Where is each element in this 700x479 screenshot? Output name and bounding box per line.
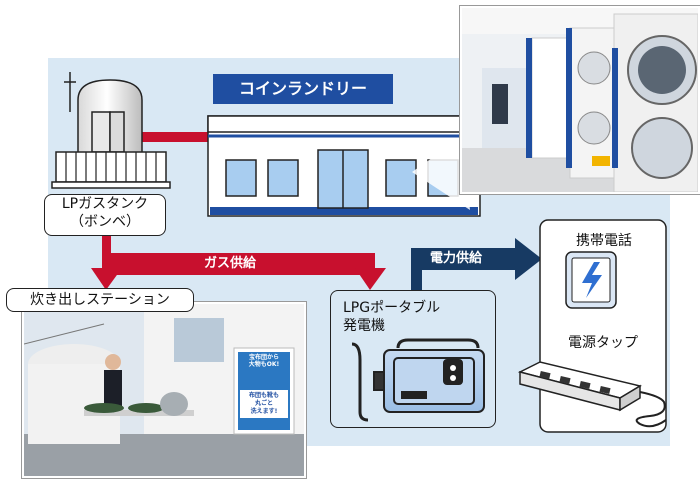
power-supply-label: 電力供給	[430, 251, 483, 266]
photo-callout	[412, 137, 470, 210]
gas-pipe-to-building	[140, 132, 212, 142]
power-strip-label: 電源タップ	[568, 335, 638, 351]
cooking-station-text: 炊き出しステーション	[30, 292, 170, 308]
lp-tank-label-line2: （ボンベ）	[70, 214, 140, 230]
sign-line2: 丸ごと	[254, 400, 273, 407]
sign-top-line2: 大物もOK!	[248, 361, 280, 368]
mobile-phone-label: 携帯電話	[576, 233, 632, 249]
power-supply-arrow	[411, 238, 542, 290]
sign-top-line1: 宝布団から	[248, 354, 279, 361]
cooking-photo-drawing	[24, 304, 304, 476]
smartphone-charging-icon	[565, 251, 617, 309]
portable-generator-icon	[351, 338, 485, 422]
laundry-title: コインランドリー	[213, 74, 393, 104]
generator-panel: LPGポータブル 発電機	[330, 290, 496, 428]
sign-line1: 布団も靴も	[248, 392, 279, 399]
power-strip-icon	[517, 361, 667, 428]
generator-label-line1: LPGポータブル	[343, 300, 441, 316]
interior-photo-drawing	[462, 8, 698, 192]
laundromat-interior-photo	[460, 6, 700, 194]
lp-tank-label-line1: LPガスタンク	[61, 196, 149, 212]
generator-label-line2: 発電機	[343, 318, 385, 334]
station-sign-main: 布団も靴も 丸ごと 洗えます!	[240, 392, 288, 416]
cooking-station-photo: 宝布団から 大物もOK! 布団も靴も 丸ごと 洗えます!	[22, 302, 306, 478]
lp-gas-tank-icon	[51, 72, 171, 189]
sign-line3: 洗えます!	[250, 408, 278, 415]
gas-supply-arrow	[91, 232, 386, 290]
lp-tank-label: LPガスタンク （ボンベ）	[44, 194, 166, 236]
cooking-station-label: 炊き出しステーション	[6, 288, 194, 312]
gas-supply-label: ガス供給	[204, 256, 257, 271]
station-sign: 宝布団から 大物もOK!	[240, 354, 288, 368]
